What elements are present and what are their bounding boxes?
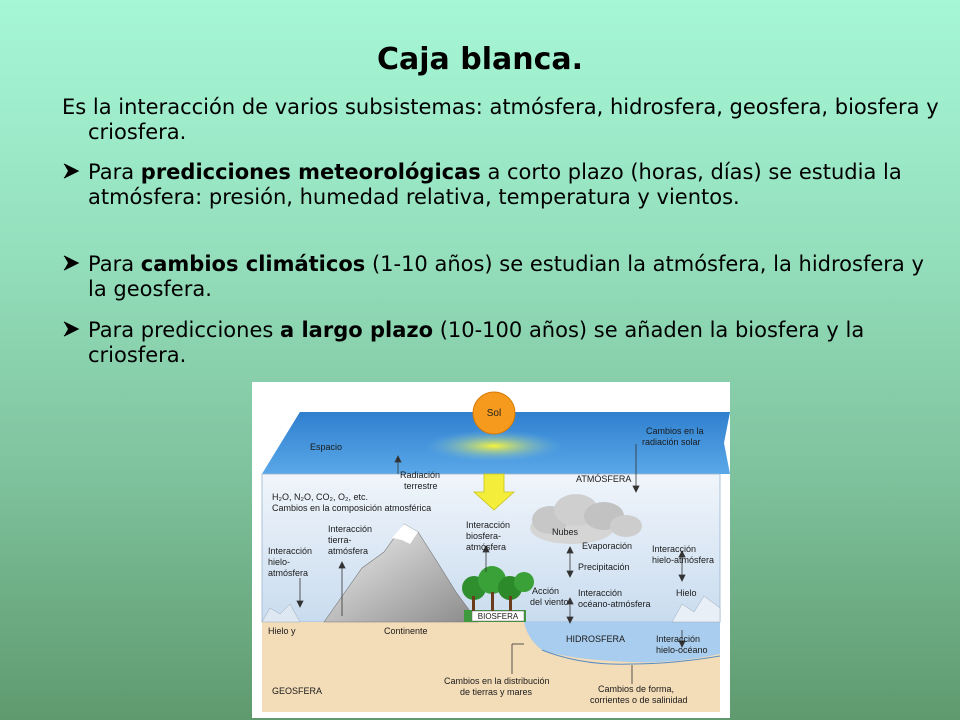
slide-title: Caja blanca. bbox=[376, 42, 583, 77]
bullet-3-pre: Para predicciones bbox=[88, 318, 280, 342]
evaporacion-label: Evaporación bbox=[582, 541, 632, 551]
espacio-label: Espacio bbox=[310, 442, 342, 452]
intro-paragraph: Es la interacción de varios subsistemas:… bbox=[62, 95, 939, 144]
bullet-1-post: a corto plazo (horas, días) se estudia l… bbox=[88, 160, 902, 209]
interaccion-hielo-atm-der-label-1: Interacción bbox=[652, 544, 696, 554]
continente-label: Continente bbox=[384, 626, 428, 636]
accion-viento-label-1: Acción bbox=[532, 586, 559, 596]
interaccion-hielo-oceano-label-1: Interacción bbox=[656, 634, 700, 644]
accion-viento-label-2: del viento bbox=[530, 597, 569, 607]
bullet-item-3: Para predicciones a largo plazo (10-100 … bbox=[62, 318, 948, 368]
interaccion-biosfera-label-1: Interacción bbox=[466, 520, 510, 530]
hielo-y-label: Hielo y bbox=[268, 626, 296, 636]
cloud bbox=[530, 494, 642, 544]
cambios-tierras-label-2: de tierras y mares bbox=[460, 687, 533, 697]
arrow-bullet-icon bbox=[63, 255, 80, 271]
arrow-bullet-icon bbox=[63, 321, 80, 337]
cambios-radiacion-label-1: Cambios en la bbox=[646, 426, 704, 436]
composicion-label-2: Cambios en la composición atmosférica bbox=[272, 503, 431, 513]
bullet-3-post: (10-100 años) se añaden la biosfera y la… bbox=[88, 318, 865, 367]
interaccion-biosfera-label-3: atmósfera bbox=[466, 542, 506, 552]
interaccion-oceano-label-1: Interacción bbox=[578, 588, 622, 598]
bullet-2-pre: Para bbox=[88, 252, 141, 276]
interaccion-hielo-atm-izq-label-2: hielo- bbox=[268, 557, 290, 567]
bullet-item-2: Para cambios climáticos (1-10 años) se e… bbox=[62, 252, 948, 302]
climate-system-diagram: Sol BIOSFERA bbox=[252, 382, 730, 718]
nubes-label: Nubes bbox=[552, 527, 579, 537]
cambios-radiacion-label-2: radiación solar bbox=[642, 437, 701, 447]
interaccion-tierra-label-2: tierra- bbox=[328, 535, 352, 545]
ocean-region bbox=[524, 622, 720, 663]
cambios-forma-label-1: Cambios de forma, bbox=[598, 684, 674, 694]
cambios-tierras-label-1: Cambios en la distribución bbox=[444, 676, 550, 686]
interaccion-hielo-oceano-label-2: hielo-océano bbox=[656, 645, 708, 655]
atmosfera-label: ATMÓSFERA bbox=[576, 474, 631, 484]
radiacion-terrestre-label-2: terrestre bbox=[404, 481, 438, 491]
diagram-svg: Sol BIOSFERA bbox=[261, 391, 730, 712]
incoming-radiation-arrow bbox=[472, 473, 516, 511]
right-ice bbox=[671, 595, 721, 623]
sun-icon bbox=[472, 391, 516, 435]
left-ice bbox=[261, 603, 301, 623]
biosfera-label-box bbox=[471, 610, 525, 622]
sol-label: Sol bbox=[487, 408, 501, 419]
bullet-2-post: (1-10 años) se estudian la atmósfera, la… bbox=[88, 252, 924, 301]
interaccion-hielo-atm-izq-label-1: Interacción bbox=[268, 546, 312, 556]
interaccion-tierra-label-1: Interacción bbox=[328, 524, 372, 534]
interaccion-hielo-atm-izq-label-3: atmósfera bbox=[268, 568, 308, 578]
arrow-bullet-icon bbox=[63, 163, 80, 179]
hielo-label: Hielo bbox=[676, 588, 697, 598]
hidrosfera-label: HIDROSFERA bbox=[566, 634, 625, 644]
interaccion-biosfera-label-2: biosfera- bbox=[466, 531, 501, 541]
interaccion-tierra-label-3: atmósfera bbox=[328, 546, 368, 556]
radiacion-terrestre-label-1: Radiación bbox=[400, 470, 440, 480]
bullet-2-bold: cambios climáticos bbox=[140, 252, 366, 276]
bullet-item-1: Para predicciones meteorológicas a corto… bbox=[62, 160, 948, 210]
bullet-1-bold: predicciones meteorológicas bbox=[140, 160, 481, 184]
bullet-1-pre: Para bbox=[88, 160, 141, 184]
bullet-3-bold: a largo plazo bbox=[279, 318, 434, 342]
composicion-label-1: H₂O, N₂O, CO₂, O₂, etc. bbox=[272, 492, 368, 502]
interaccion-oceano-label-2: océano-atmósfera bbox=[578, 599, 651, 609]
precipitacion-label: Precipitación bbox=[578, 562, 630, 572]
interaccion-hielo-atm-der-label-2: hielo-atmósfera bbox=[652, 555, 714, 565]
biosfera-label: BIOSFERA bbox=[478, 612, 519, 621]
geosfera-label: GEOSFERA bbox=[272, 686, 322, 696]
cambios-forma-label-2: corrientes o de salinidad bbox=[590, 695, 688, 705]
